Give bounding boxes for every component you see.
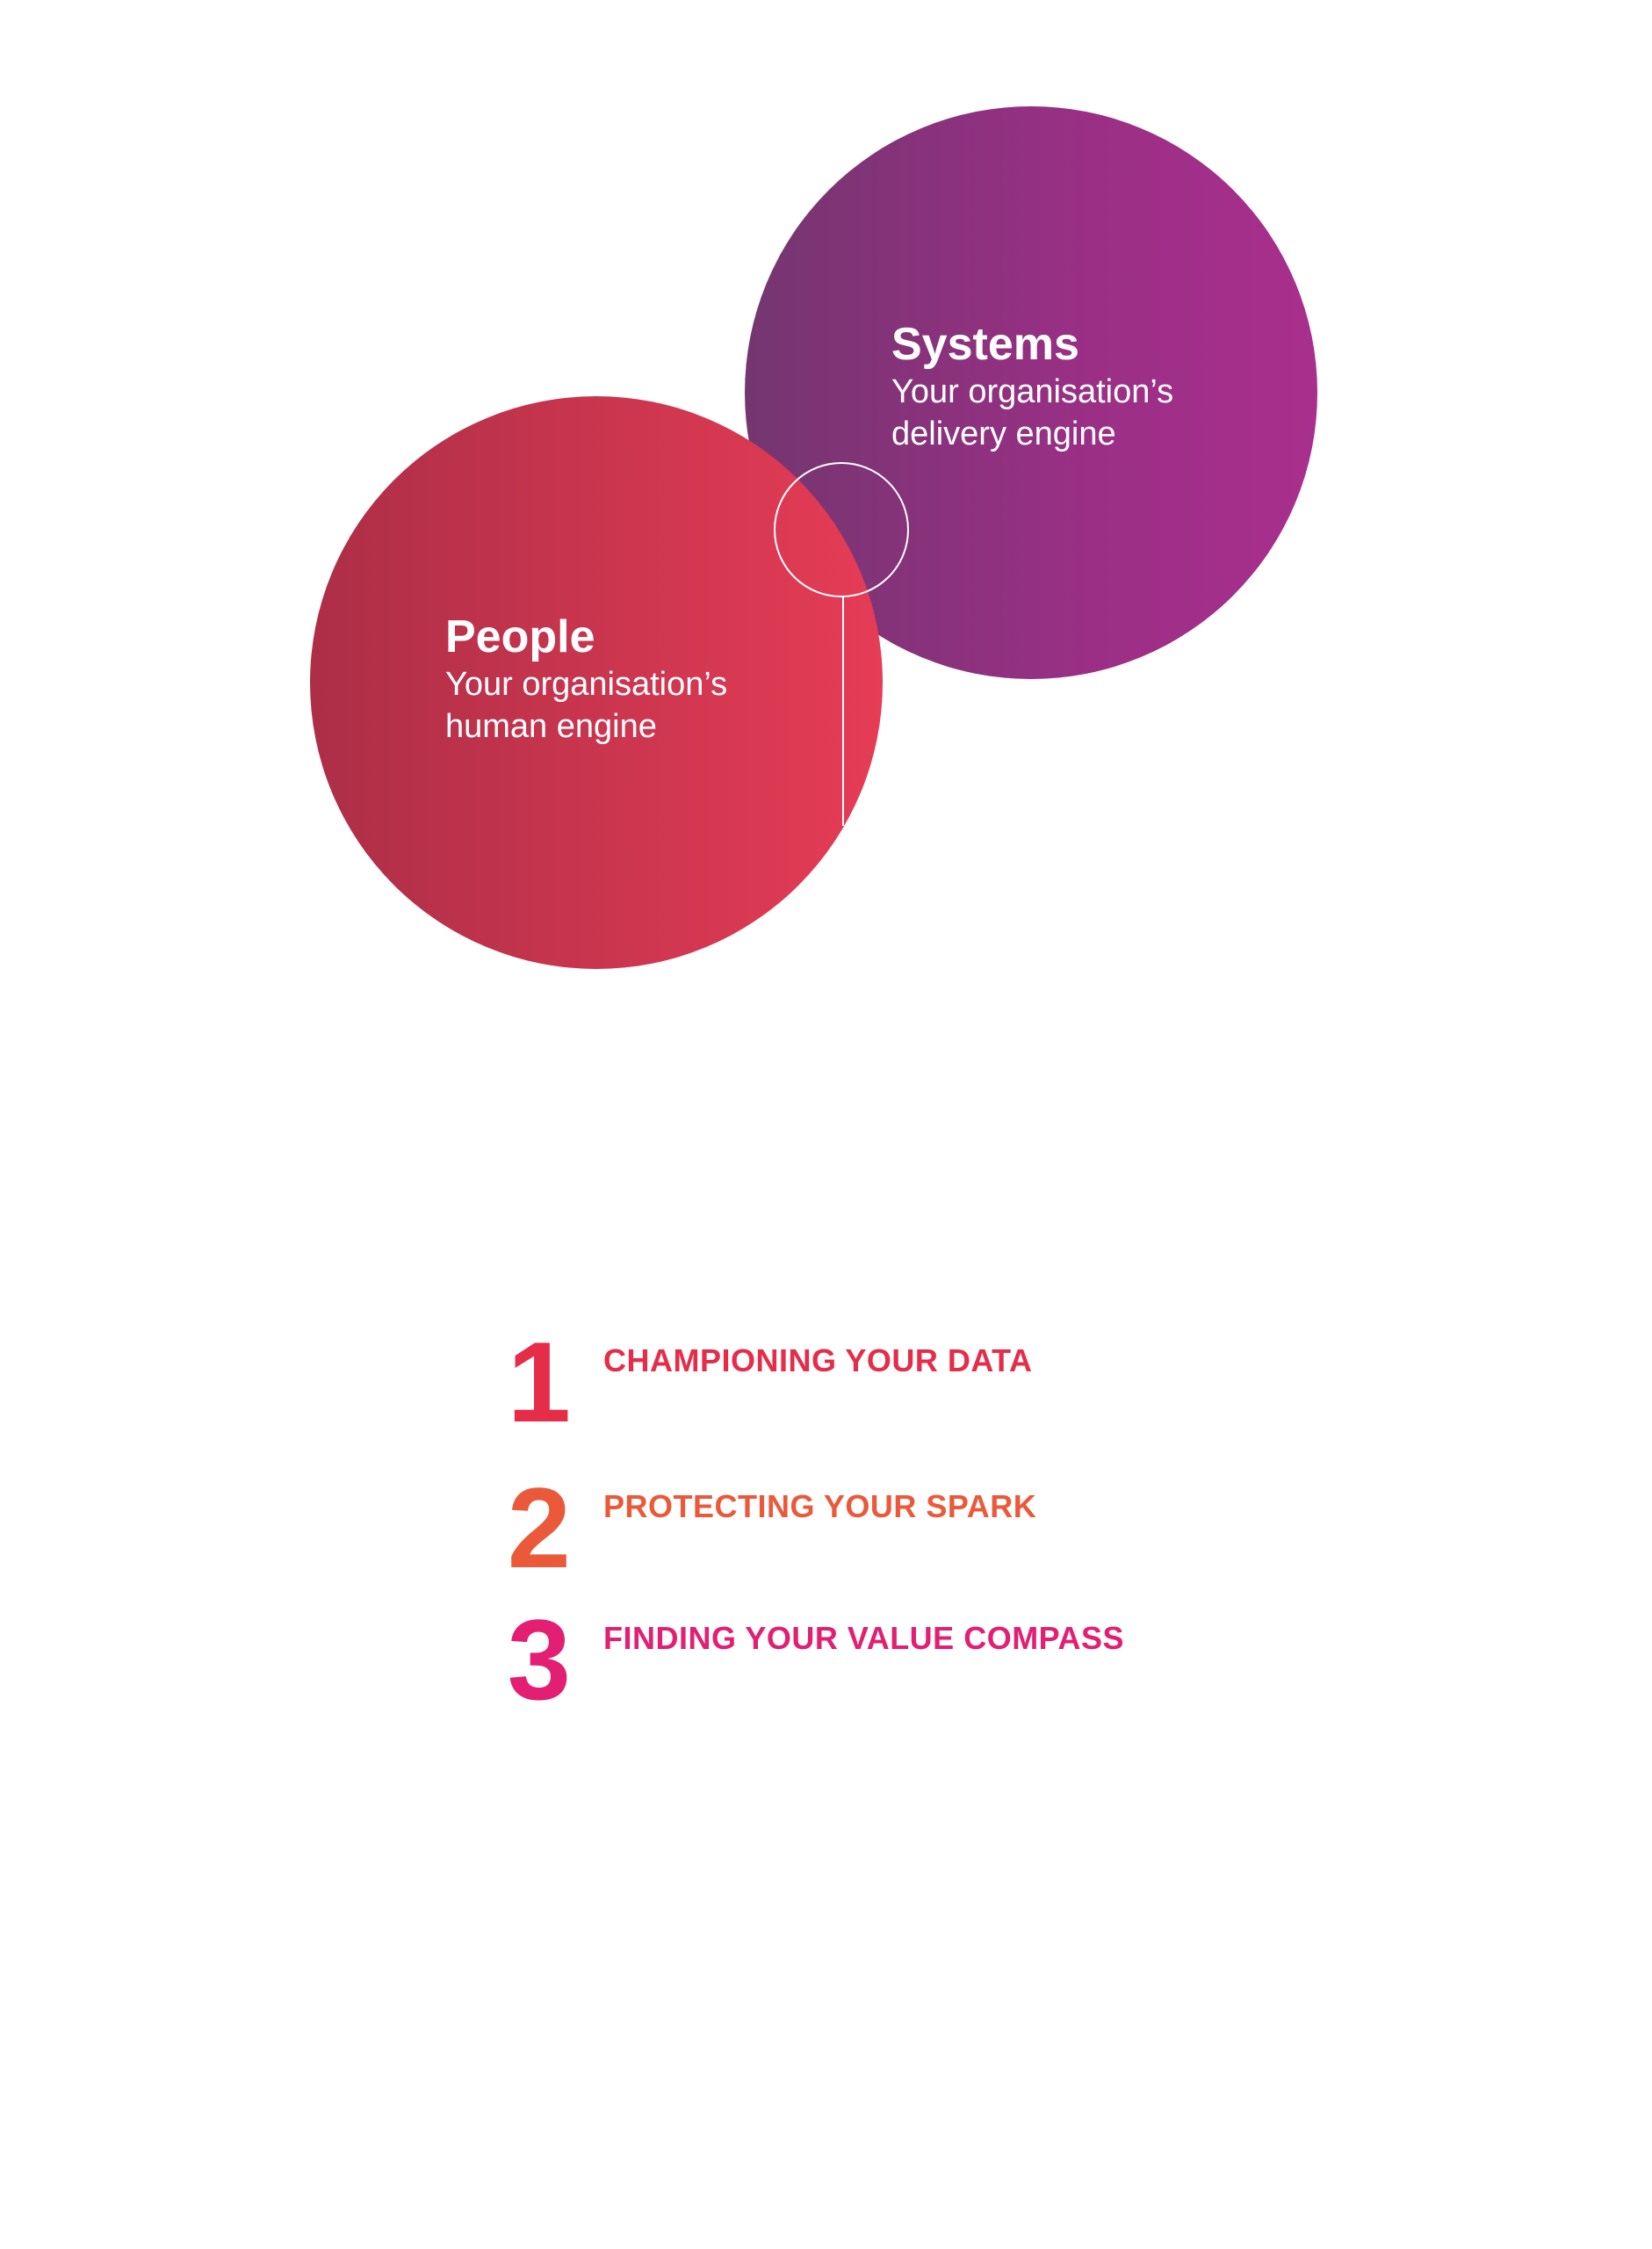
people-circle — [310, 396, 883, 969]
people-subtitle-line1: Your organisation’s — [445, 666, 728, 703]
venn-diagram — [310, 106, 1317, 969]
list-item: 3 FINDING YOUR VALUE COMPASS — [474, 1595, 1353, 1724]
list-item: 1 CHAMPIONING YOUR DATA — [474, 1318, 1353, 1446]
list-number: 3 — [507, 1595, 571, 1724]
list-number: 2 — [507, 1464, 571, 1592]
people-label: People Your organisation’s human engine — [445, 611, 727, 748]
systems-title: Systems — [891, 319, 1079, 370]
list-item: 2 PROTECTING YOUR SPARK — [474, 1464, 1353, 1592]
list-number: 1 — [507, 1318, 571, 1446]
people-title: People — [445, 611, 595, 662]
people-subtitle-line2: human engine — [445, 708, 657, 745]
systems-subtitle-line2: delivery engine — [891, 416, 1116, 452]
list-heading: CHAMPIONING YOUR DATA — [603, 1342, 1033, 1378]
systems-label: Systems Your organisation’s delivery eng… — [891, 318, 1173, 455]
overlap-highlight-circle — [774, 462, 909, 597]
systems-circle — [745, 106, 1317, 679]
list-heading: PROTECTING YOUR SPARK — [603, 1488, 1037, 1524]
systems-subtitle-line1: Your organisation’s — [891, 373, 1174, 410]
list-heading: FINDING YOUR VALUE COMPASS — [603, 1620, 1125, 1656]
